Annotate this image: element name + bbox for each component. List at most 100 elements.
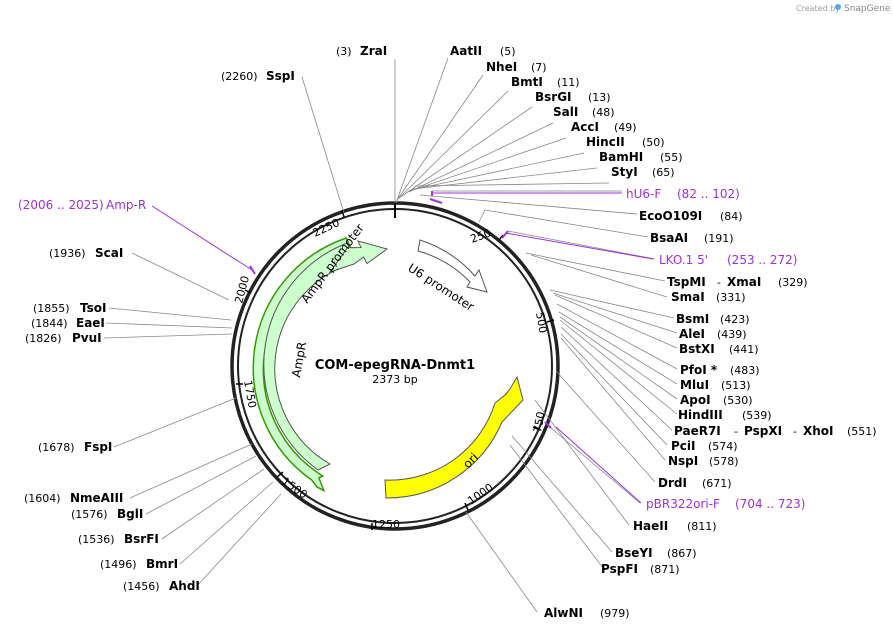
plasmid-name: COM-epegRNA-Dnmt1 (315, 358, 475, 373)
svg-text:(1936): (1936) (49, 247, 86, 260)
svg-text:StyI: StyI (611, 165, 638, 179)
svg-text:MluI: MluI (680, 378, 709, 392)
enzyme-PvuI[interactable]: (1826) PvuI (25, 331, 102, 345)
enzyme-MluI[interactable]: MluI (513) (680, 378, 751, 392)
enzyme-TspMI-XmaI[interactable]: TspMI - XmaI (329) (667, 275, 808, 289)
enzyme-BsrFI[interactable]: (1536) BsrFI (78, 532, 159, 546)
enzyme-AleI[interactable]: AleI (439) (679, 327, 747, 341)
svg-text:PaeR7I: PaeR7I (674, 424, 721, 438)
enzyme-NheI[interactable]: NheI (7) (486, 60, 547, 74)
svg-text:BstXI: BstXI (679, 342, 715, 356)
primer-LKO.1-5[interactable]: LKO.1 5' (253 .. 272) (659, 253, 797, 267)
svg-text:(483): (483) (730, 364, 760, 377)
svg-text:(3): (3) (336, 45, 352, 58)
svg-text:(13): (13) (588, 91, 611, 104)
enzyme-SalI[interactable]: SalI (48) (553, 105, 615, 119)
enzyme-EcoO109I[interactable]: EcoO109I (84) (639, 209, 743, 223)
tick-500: 500 (533, 311, 549, 334)
svg-text:(55): (55) (660, 151, 683, 164)
enzyme-SmaI[interactable]: SmaI (331) (671, 290, 746, 304)
brand-name: SnapGene (844, 4, 891, 14)
svg-text:PvuI: PvuI (72, 331, 102, 345)
enzyme-BseYI[interactable]: BseYI (867) (615, 546, 697, 560)
svg-text:(5): (5) (500, 45, 516, 58)
enzyme-AatII[interactable]: AatII (5) (450, 44, 516, 58)
enzyme-NspI[interactable]: NspI (578) (668, 454, 739, 468)
svg-text:ApoI: ApoI (680, 393, 711, 407)
enzyme-ApoI[interactable]: ApoI (530) (680, 393, 753, 407)
enzyme-SspI[interactable]: (2260) SspI (221, 69, 295, 83)
svg-text:PciI: PciI (671, 439, 696, 453)
primer-Amp-R[interactable]: (2006 .. 2025) Amp-R (18, 198, 146, 212)
svg-text:-: - (793, 425, 797, 438)
svg-text:(2006 .. 2025): (2006 .. 2025) (18, 198, 104, 212)
tick-750: 750 (531, 411, 547, 434)
svg-text:(2260): (2260) (221, 70, 258, 83)
svg-text:HindIII: HindIII (678, 408, 723, 422)
svg-text:HaeII: HaeII (633, 519, 668, 533)
svg-text:BseYI: BseYI (615, 546, 653, 560)
svg-text:SalI: SalI (553, 105, 578, 119)
enzyme-AccI[interactable]: AccI (49) (571, 120, 637, 134)
enzyme-BsrGI[interactable]: BsrGI (13) (535, 90, 611, 104)
svg-text:(1496): (1496) (100, 558, 137, 571)
enzyme-AlwNI[interactable]: AlwNI (979) (544, 606, 630, 620)
svg-text:ZraI: ZraI (360, 44, 387, 58)
svg-text:AatII: AatII (450, 44, 482, 58)
enzyme-BsmI[interactable]: BsmI (423) (676, 312, 750, 326)
enzyme-ZraI[interactable]: (3) ZraI (336, 44, 387, 58)
svg-text:(704 .. 723): (704 .. 723) (735, 497, 805, 511)
enzyme-HincII[interactable]: HincII (50) (586, 135, 665, 149)
svg-text:(1604): (1604) (24, 492, 61, 505)
primer-leader-lines (151, 192, 654, 504)
leader-lines (103, 57, 678, 613)
svg-text:BmrI: BmrI (146, 557, 178, 571)
enzyme-ScaI[interactable]: (1936) ScaI (49, 246, 123, 260)
enzyme-EaeI[interactable]: (1844) EaeI (31, 316, 105, 330)
enzyme-BglI[interactable]: (1576) BglI (71, 507, 143, 521)
enzyme-DrdI[interactable]: DrdI (671) (658, 476, 732, 490)
primer-hU6-F[interactable]: hU6-F (82 .. 102) (626, 187, 740, 201)
svg-text:XhoI: XhoI (803, 424, 834, 438)
enzyme-BstXI[interactable]: BstXI (441) (679, 342, 759, 356)
enzyme-PfoI[interactable]: PfoI * (483) (680, 363, 760, 377)
svg-text:(49): (49) (614, 121, 637, 134)
enzyme-StyI[interactable]: StyI (65) (611, 165, 675, 179)
enzyme-FspI[interactable]: (1678) FspI (38, 440, 112, 454)
svg-text:(539): (539) (742, 409, 772, 422)
enzyme-TsoI[interactable]: (1855) TsoI (33, 301, 106, 315)
svg-text:(331): (331) (716, 291, 746, 304)
enzyme-HindIII[interactable]: HindIII (539) (678, 408, 772, 422)
svg-text:AccI: AccI (571, 120, 599, 134)
u6-promoter-feature (417, 239, 488, 293)
ori-feature (384, 375, 524, 499)
svg-text:BsmI: BsmI (676, 312, 709, 326)
svg-text:BsaAI: BsaAI (650, 231, 688, 245)
svg-text:(253 .. 272): (253 .. 272) (727, 253, 797, 267)
enzyme-BmtI[interactable]: BmtI (11) (511, 75, 580, 89)
tick-1750: 1750 (241, 379, 259, 409)
ampr-promoter-feature (328, 240, 389, 273)
svg-text:(530): (530) (723, 394, 753, 407)
primer-pBR322ori-F[interactable]: pBR322ori-F (704 .. 723) (646, 497, 805, 511)
enzyme-NmeAIII[interactable]: (1604) NmeAIII (24, 491, 123, 505)
enzyme-PciI[interactable]: PciI (574) (671, 439, 738, 453)
enzyme-BmrI[interactable]: (1496) BmrI (100, 557, 178, 571)
snapgene-logo-icon (835, 4, 841, 10)
enzyme-BamHI[interactable]: BamHI (55) (599, 150, 683, 164)
svg-text:(1536): (1536) (78, 533, 115, 546)
svg-text:ScaI: ScaI (95, 246, 123, 260)
enzyme-BsaAI[interactable]: BsaAI (191) (650, 231, 734, 245)
enzyme-AhdI[interactable]: (1456) AhdI (123, 579, 200, 593)
tick-1250: 1250 (372, 518, 400, 531)
svg-text:BglI: BglI (117, 507, 143, 521)
enzyme-PspFI[interactable]: PspFI (871) (601, 562, 680, 576)
svg-text:(7): (7) (531, 61, 547, 74)
svg-text:BsrGI: BsrGI (535, 90, 572, 104)
svg-text:(1855): (1855) (33, 302, 70, 315)
svg-text:BamHI: BamHI (599, 150, 643, 164)
enzyme-PaeR7I-PspXI-XhoI[interactable]: PaeR7I - PspXI - XhoI (551) (674, 424, 877, 438)
primer-arcs (249, 191, 552, 429)
ampr-label: AmpR (289, 341, 309, 379)
enzyme-HaeII[interactable]: HaeII (811) (633, 519, 717, 533)
